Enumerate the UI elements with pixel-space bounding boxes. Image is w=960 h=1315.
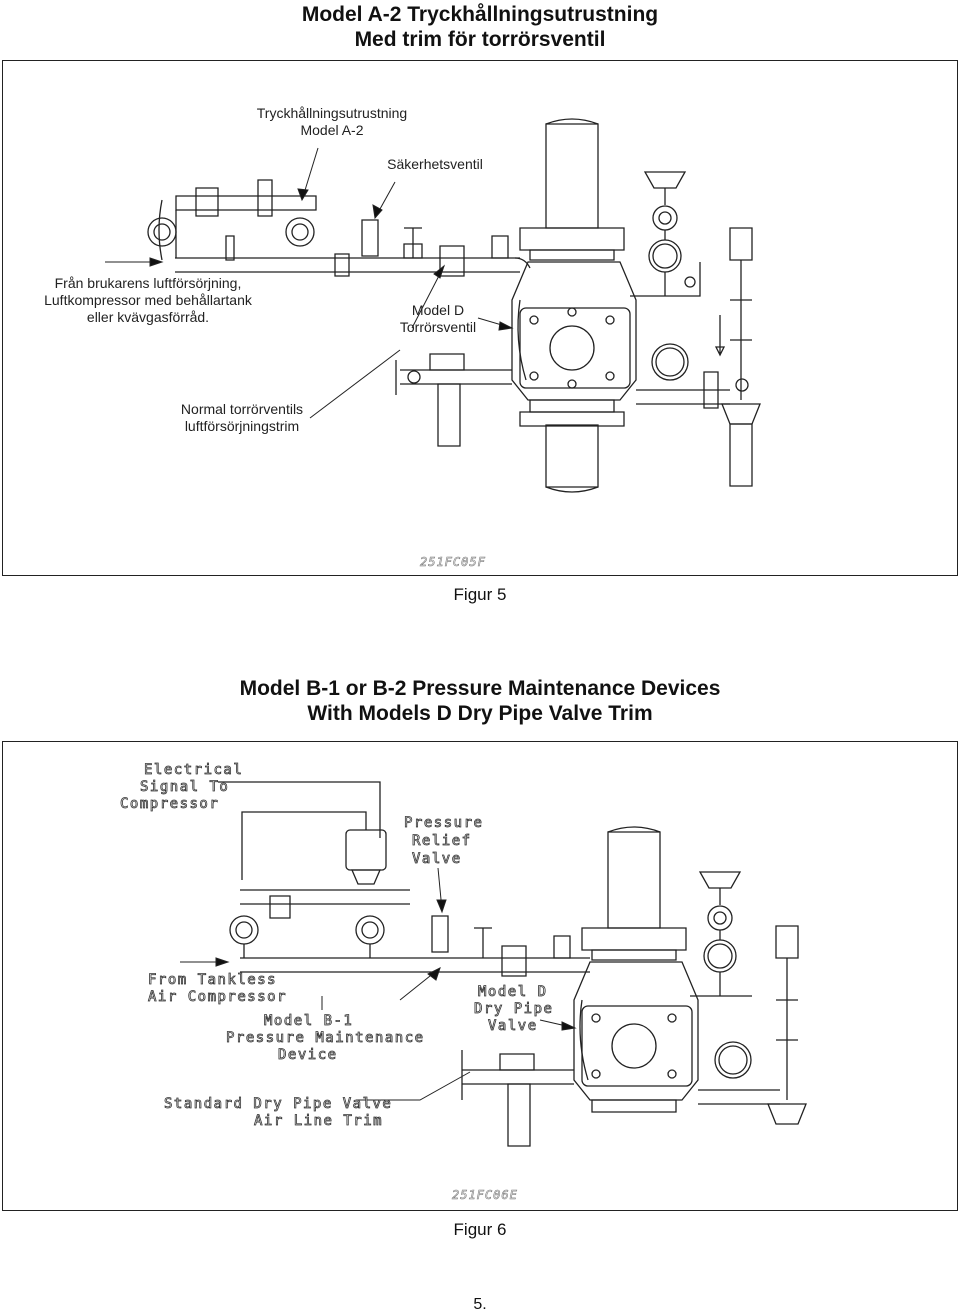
tankless-label-line1: From Tankless <box>148 972 278 989</box>
tankless-label-line2: Air Compressor <box>148 989 288 1006</box>
pressure-device-label-line2: Model A-2 <box>300 122 364 138</box>
figure5-frame <box>2 60 958 576</box>
device-label-line3: Device <box>278 1047 338 1064</box>
leader-lines-fig6 <box>180 868 575 1100</box>
drawing-code-fig6: 251FC06E <box>452 1188 518 1203</box>
maintenance-device-fig6 <box>218 782 590 976</box>
relief-label-line2: Relief <box>412 833 472 850</box>
dry-valve-label-line1-fig6: Model D <box>478 984 548 1001</box>
device-label-line1: Model B-1 <box>264 1013 354 1030</box>
normal-trim-label-line2: luftförsörjningstrim <box>184 418 300 434</box>
figure6-title-line2: With Models D Dry Pipe Valve Trim <box>307 702 653 725</box>
dry-valve-label-line1: Model D <box>411 302 465 318</box>
relief-label-line3: Valve <box>412 851 462 868</box>
signal-label-line3: Compressor <box>120 796 220 813</box>
drain-assembly-fig5 <box>396 354 512 446</box>
figure6-caption: Figur 6 <box>453 1220 507 1239</box>
dry-valve-label-line2: Torrörsventil <box>399 319 477 335</box>
dry-pipe-valve-body-fig6 <box>574 928 698 1112</box>
pressure-device-label-line1: Tryckhållningsutrustning <box>256 105 408 121</box>
dry-valve-label-line3-fig6: Valve <box>488 1018 538 1035</box>
figure6-title-line1: Model B-1 or B-2 Pressure Maintenance De… <box>239 677 721 700</box>
drain-assembly-fig6 <box>462 1050 574 1146</box>
dry-pipe-valve-body-fig5 <box>512 228 636 426</box>
figure6-frame <box>2 741 958 1211</box>
device-label-line2: Pressure Maintenance <box>226 1030 425 1047</box>
supply-label-line2: Luftkompressor med behållartank <box>44 292 252 308</box>
right-trim-fig6 <box>690 872 806 1124</box>
signal-label-line2: Signal To <box>140 779 230 796</box>
supply-label-line3: eller kvävgasförråd. <box>86 309 210 325</box>
supply-label-line1: Från brukarens luftförsörjning, <box>54 275 242 291</box>
figure5-title-line2: Med trim för torrörsventil <box>354 28 606 51</box>
dry-valve-label-line2-fig6: Dry Pipe <box>474 1001 554 1018</box>
air-supply-piping-fig5 <box>148 180 530 276</box>
leader-lines-fig5 <box>105 148 512 418</box>
std-trim-label-line1: Standard Dry Pipe Valve <box>164 1096 393 1113</box>
page-number: 5. <box>473 1296 487 1313</box>
figure5-caption: Figur 5 <box>453 585 507 604</box>
signal-label-line1: Electrical <box>144 762 244 779</box>
relief-label-line1: Pressure <box>404 815 484 832</box>
figure5-title-line1: Model A-2 Tryckhållningsutrustning <box>301 3 659 26</box>
drawing-code-fig5: 251FC05F <box>420 555 486 570</box>
std-trim-label-line2: Air Line Trim <box>254 1113 384 1130</box>
riser-pipe-fig6 <box>608 827 660 928</box>
safety-valve-label: Säkerhetsventil <box>387 156 483 172</box>
normal-trim-label-line1: Normal torrörventils <box>180 401 304 417</box>
right-trim-fig5 <box>630 172 760 486</box>
